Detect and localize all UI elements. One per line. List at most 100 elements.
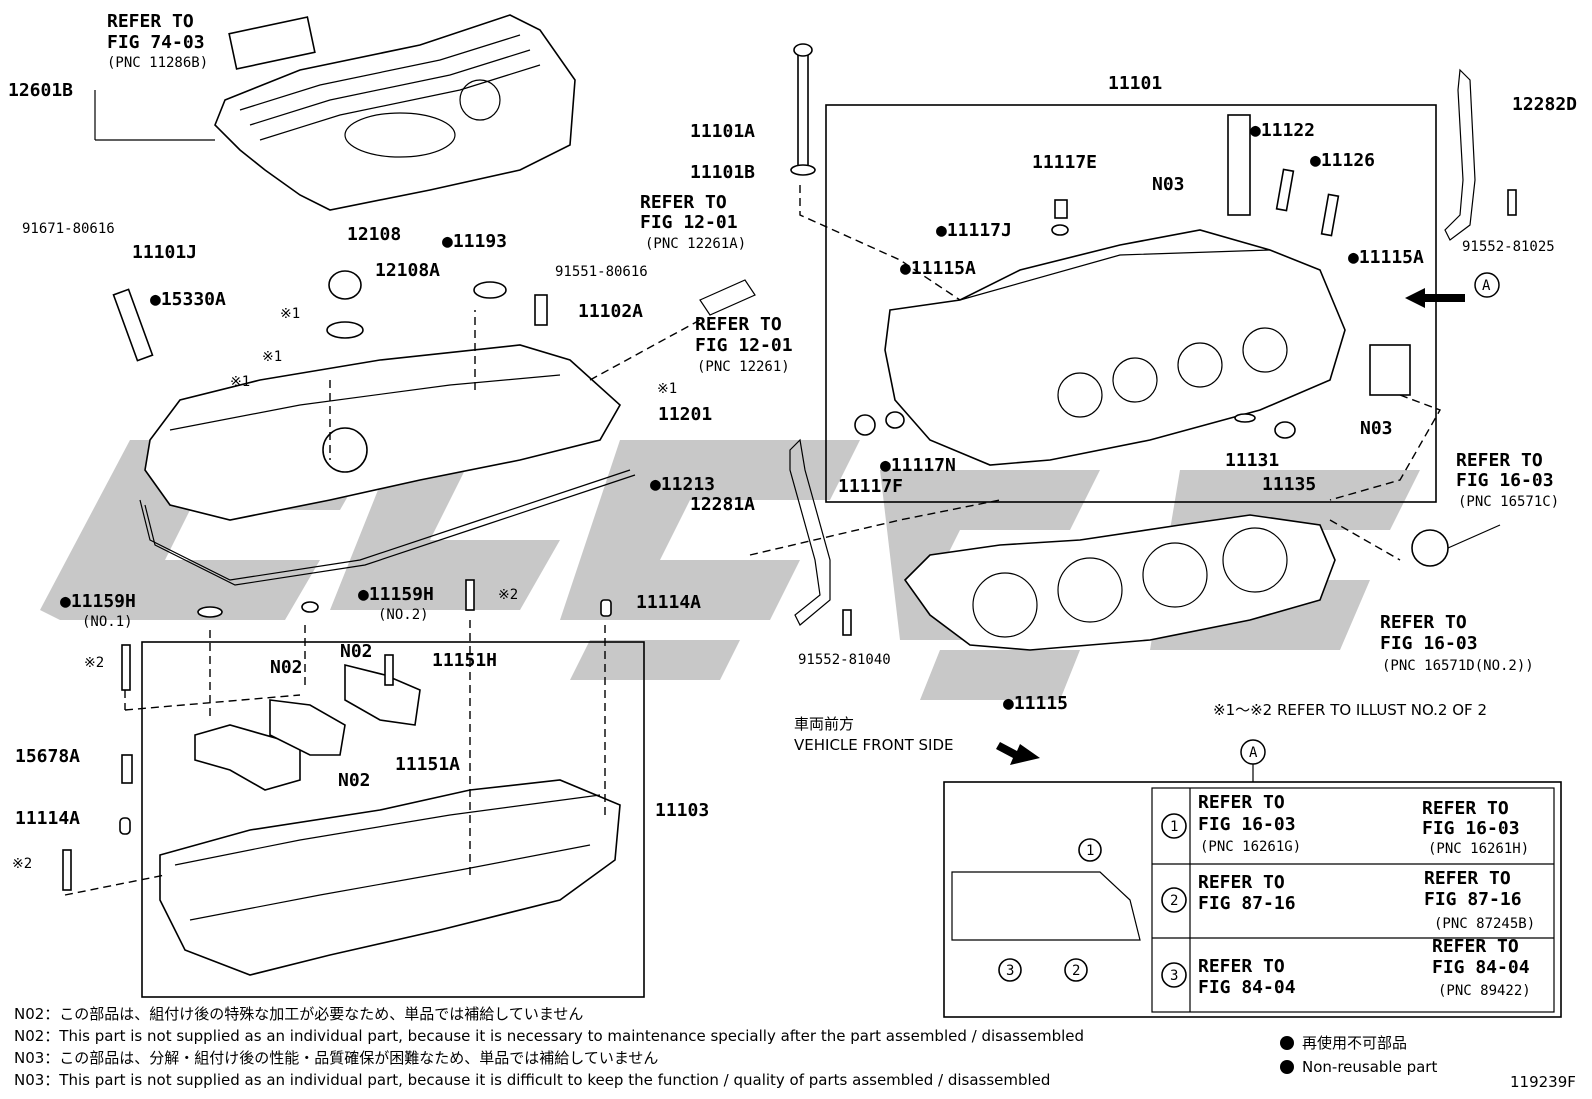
label-ref-16-03-r-a: REFER TO [1456, 450, 1543, 471]
label-11117F: 11117F [838, 476, 903, 497]
legend-dot-2 [1280, 1060, 1294, 1074]
front-side-en: VEHICLE FRONT SIDE [794, 736, 954, 754]
label-ref-16-03-r-c: (PNC 16571C) [1458, 494, 1559, 510]
label-ref-12-01-top-b: FIG 12-01 [640, 212, 738, 233]
note-N03-en: N03：This part is not supplied as an indi… [14, 1071, 1050, 1089]
label-11159H-1: ●11159H [60, 591, 136, 612]
detail-callout-1: 1 [1086, 843, 1094, 859]
camshaft-housing-frame [141, 641, 645, 998]
detail-table-frame [1151, 787, 1555, 1013]
legend-en: Non-reusable part [1302, 1058, 1437, 1076]
label-ref-12-01-top-c: (PNC 12261A) [645, 236, 746, 252]
detail-row3-right-c: (PNC 89422) [1438, 983, 1531, 999]
label-ref-12-01-bot-a: REFER TO [695, 314, 782, 335]
detail-row2-right-c: (PNC 87245B) [1434, 916, 1535, 932]
label-11201: 11201 [658, 404, 712, 425]
label-11102A: 11102A [578, 301, 643, 322]
cylinder-head-frame [825, 104, 1437, 503]
label-12282D: 12282D [1512, 94, 1577, 115]
detail-row1-num: 1 [1170, 819, 1178, 835]
label-91552-81025: 91552-81025 [1462, 239, 1555, 255]
label-N03-a: N03 [1152, 174, 1185, 195]
detail-row1-right-b: FIG 16-03 [1422, 818, 1520, 839]
label-circle-A-detail: A [1249, 745, 1258, 761]
bracket-12281A [789, 438, 831, 626]
label-11159H-1-sub: (NO.1) [82, 614, 133, 630]
detail-row1-right-c: (PNC 16261H) [1428, 841, 1529, 857]
label-12108: 12108 [347, 224, 401, 245]
label-11213: ●11213 [650, 474, 715, 495]
label-11114A-left: 11114A [15, 808, 80, 829]
detail-row2-left-a: REFER TO [1198, 872, 1285, 893]
label-11151A: 11151A [395, 754, 460, 775]
note-N03-jp: N03：この部品は、分解・組付け後の性能・品質確保が困難なため、単品では補給して… [14, 1049, 658, 1067]
head-gasket-11115 [903, 514, 1336, 651]
detail-row3-left-b: FIG 84-04 [1198, 977, 1296, 998]
label-11115A-left: ●11115A [900, 258, 976, 279]
label-N02-b: N02 [270, 657, 303, 678]
detail-row3-num: 3 [1170, 968, 1178, 984]
detail-row1-left-b: FIG 16-03 [1198, 814, 1296, 835]
label-91552-81040: 91552-81040 [798, 652, 891, 668]
label-ref-16-03-d-b: FIG 16-03 [1380, 633, 1478, 654]
small-parts [62, 43, 1517, 891]
label-91551-80616: 91551-80616 [555, 264, 648, 280]
label-91671-80616: 91671-80616 [22, 221, 115, 237]
circle-A-mark [1474, 272, 1500, 298]
vehicle-front-arrow [996, 742, 1040, 765]
label-ref-12-01-bot-c: (PNC 12261) [697, 359, 790, 375]
detail-row1-right-a: REFER TO [1422, 798, 1509, 819]
label-15678A: 15678A [15, 746, 80, 767]
label-ref-16-03-d-c: (PNC 16571D(NO.2)) [1382, 658, 1534, 674]
label-circle-A: A [1482, 278, 1491, 294]
label-ref-74-03-b: FIG 74-03 [107, 32, 205, 53]
label-11101B: 11101B [690, 162, 755, 183]
label-12601B: 12601B [8, 80, 73, 101]
label-11131: 11131 [1225, 450, 1279, 471]
detail-row3-right-a: REFER TO [1432, 936, 1519, 957]
label-x1b: ※1 [262, 349, 282, 365]
note-N02-en: N02：This part is not supplied as an indi… [14, 1027, 1084, 1045]
detail-row2-right-a: REFER TO [1424, 868, 1511, 889]
detail-row3-right-b: FIG 84-04 [1432, 957, 1530, 978]
label-11135: 11135 [1262, 474, 1316, 495]
camshaft-housing-11103 [159, 663, 621, 976]
label-x2a: ※2 [498, 587, 518, 603]
label-x1c: ※1 [230, 374, 250, 390]
label-11159H-2: ●11159H [358, 584, 434, 605]
label-11117E: 11117E [1032, 152, 1097, 173]
label-12281A: 12281A [690, 494, 755, 515]
leader-lines [64, 185, 1442, 896]
label-11101: 11101 [1108, 73, 1162, 94]
cylinder-head-cover-11201 [139, 344, 636, 586]
label-11101J: 11101J [132, 242, 197, 263]
detail-row3-left-a: REFER TO [1198, 956, 1285, 977]
label-11122: ●11122 [1250, 120, 1315, 141]
detail-row1-left-c: (PNC 16261G) [1200, 839, 1301, 855]
label-11117N: ●11117N [880, 455, 956, 476]
label-11126: ●11126 [1310, 150, 1375, 171]
direction-arrow-A [1405, 288, 1465, 308]
refer-illust-note: ※1～※2 REFER TO ILLUST NO.2 OF 2 [1213, 701, 1487, 719]
label-11101A: 11101A [690, 121, 755, 142]
label-ref-74-03-c: (PNC 11286B) [107, 55, 208, 71]
label-x1a: ※1 [280, 306, 300, 322]
label-11117J: ●11117J [936, 220, 1012, 241]
detail-engine-sketch [951, 871, 1141, 941]
label-ref-74-03-a: REFER TO [107, 11, 194, 32]
label-11193: ●11193 [442, 231, 507, 252]
legend-dot [1280, 1036, 1294, 1050]
cylinder-head-11101 [884, 114, 1411, 466]
label-ref-12-01-top-a: REFER TO [640, 192, 727, 213]
label-N03-b: N03 [1360, 418, 1393, 439]
label-ref-16-03-d-a: REFER TO [1380, 612, 1467, 633]
bracket-12282D [1444, 68, 1476, 241]
label-N02-a: N02 [340, 641, 373, 662]
engine-cover-12601B [214, 14, 576, 211]
note-N02-jp: N02：この部品は、組付け後の特殊な加工が必要なため、単品では補給していません [14, 1005, 583, 1023]
detail-row2-left-b: FIG 87-16 [1198, 893, 1296, 914]
label-11115A-right: ●11115A [1348, 247, 1424, 268]
label-x2b: ※2 [84, 655, 104, 671]
label-11103: 11103 [655, 800, 709, 821]
